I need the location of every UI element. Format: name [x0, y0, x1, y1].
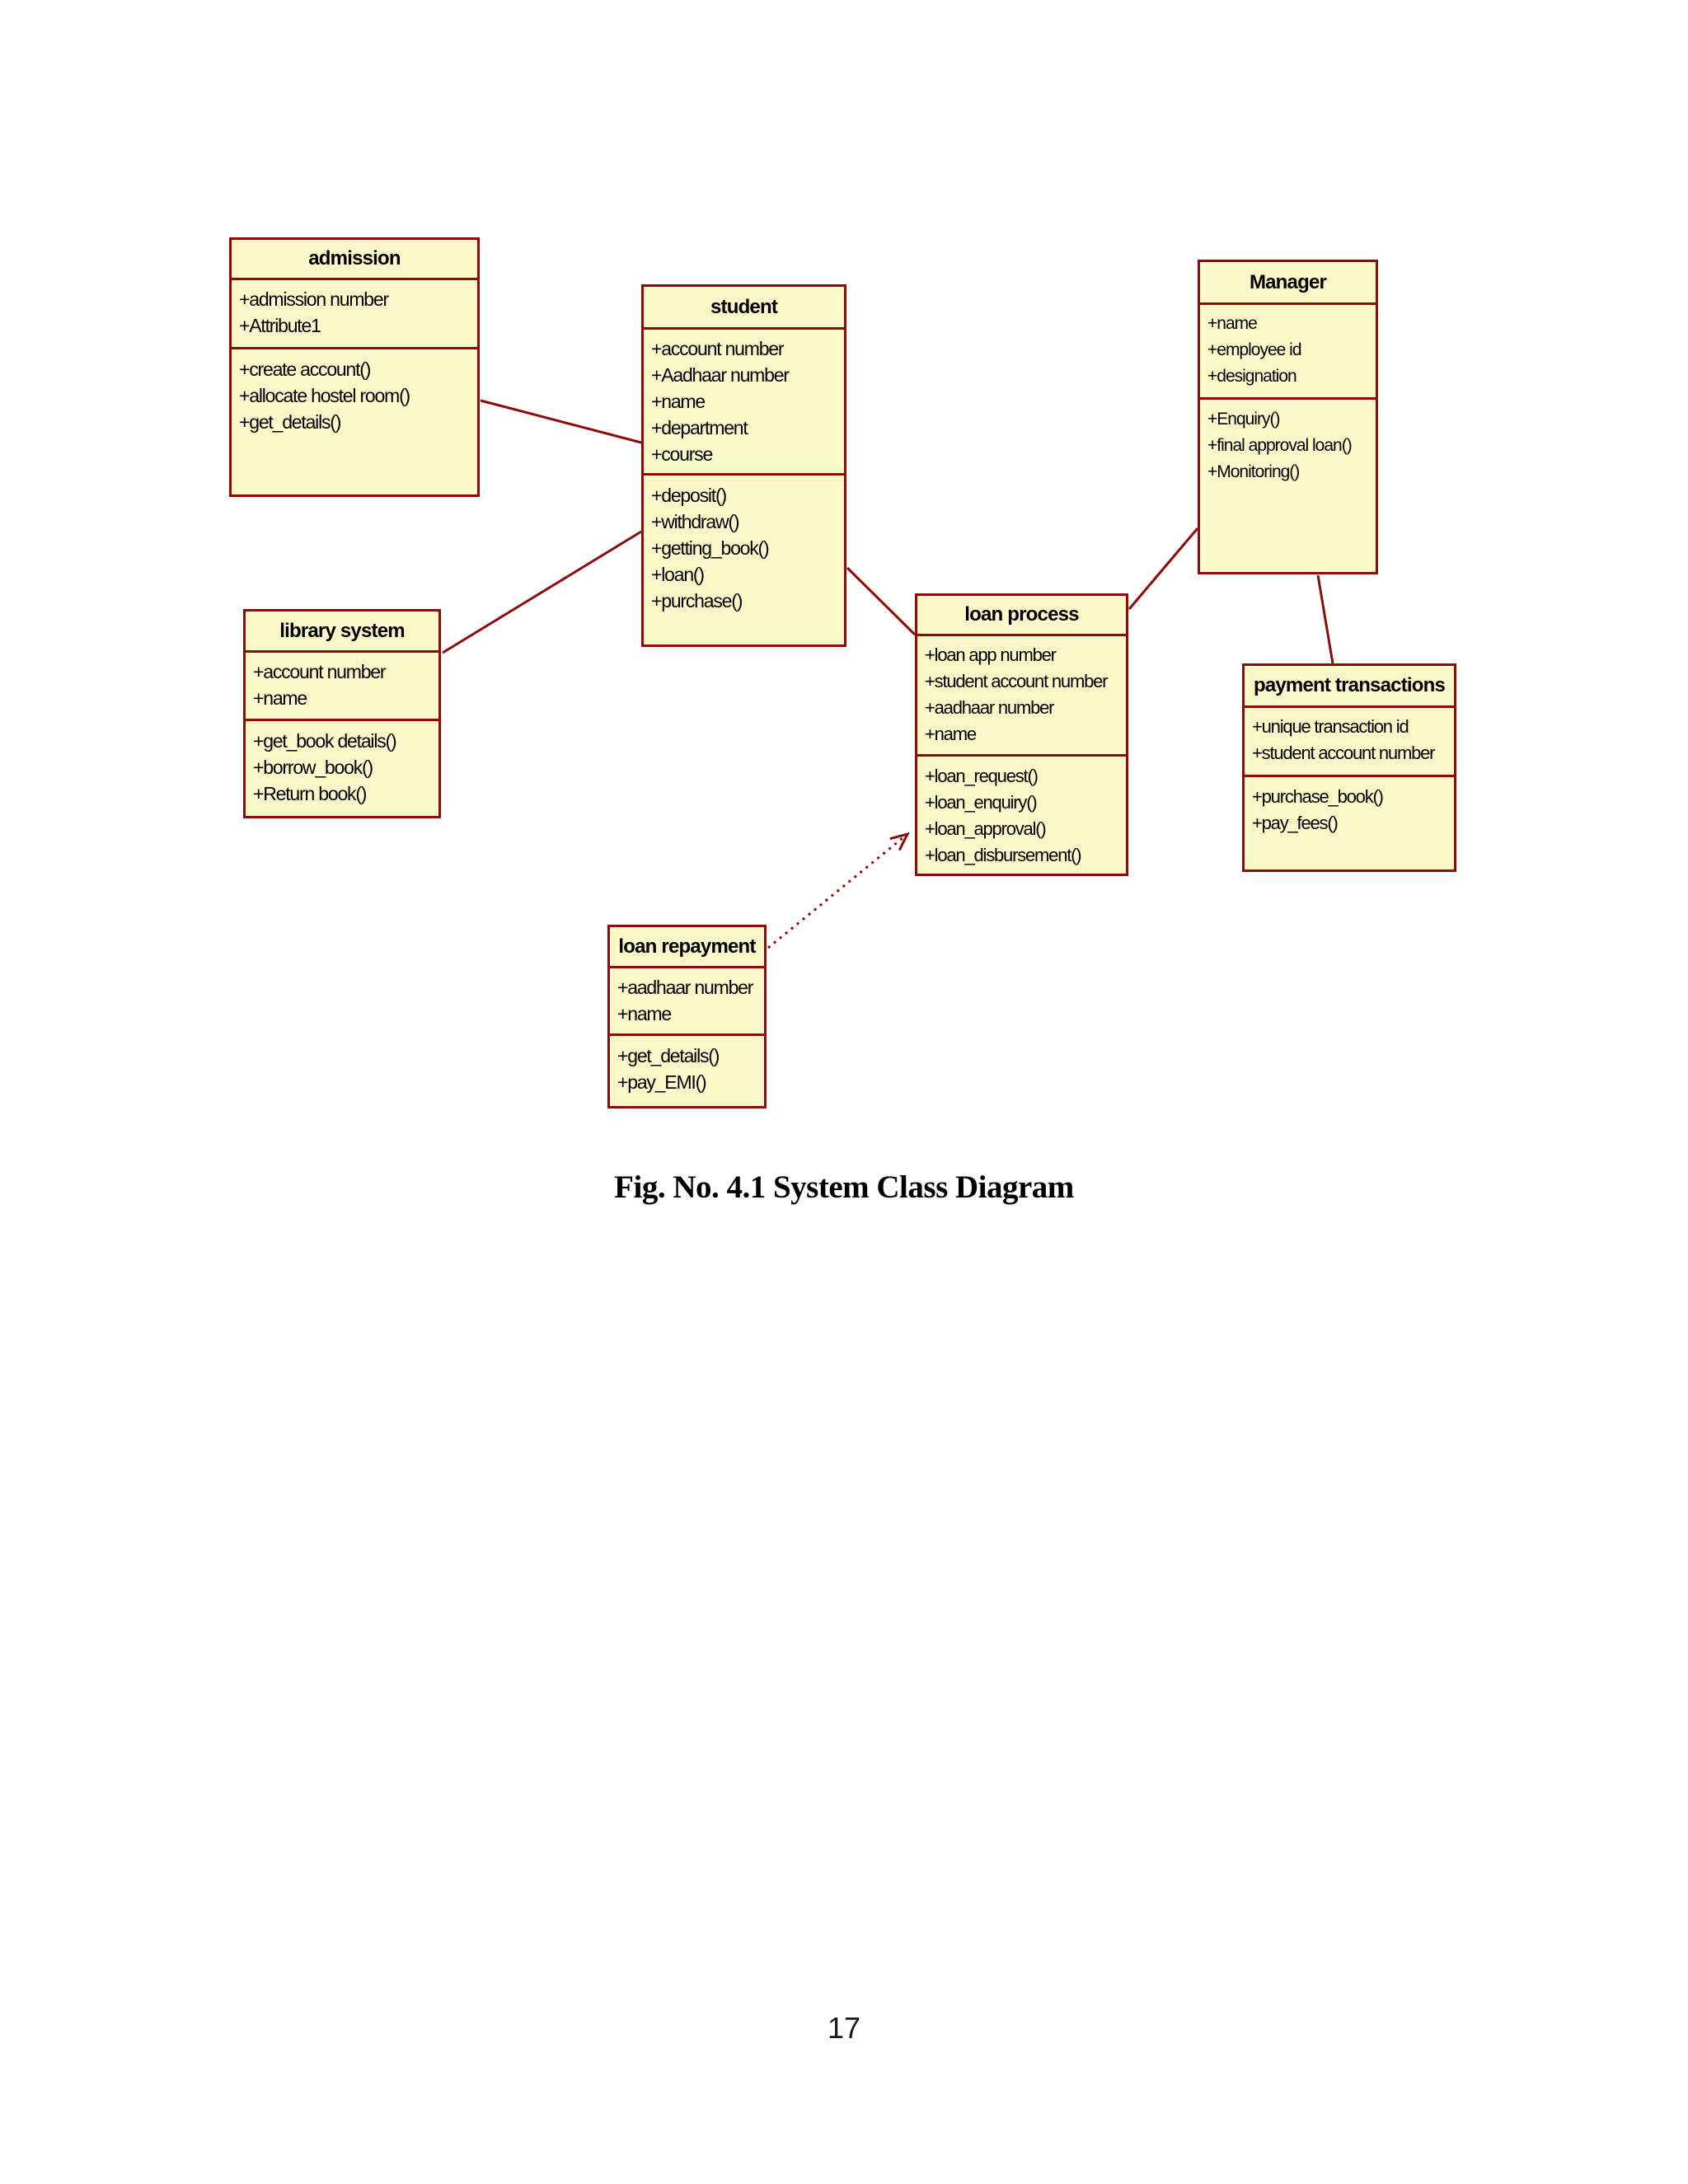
member-line: +loan_disbursement(): [925, 845, 1082, 865]
member-line: +account number: [651, 338, 785, 359]
class-loan-process-attributes: +loan app number +student account number +…: [917, 636, 1126, 757]
member-line: +name: [1207, 314, 1258, 333]
class-admission-title: admission: [232, 240, 477, 280]
class-admission-attributes: +admission number +Attribute1: [232, 280, 477, 349]
relationship-loan-repayment-loan-process-dependency: [767, 834, 907, 949]
class-library-system-methods: +get_book details() +borrow_book() +Return…: [246, 721, 438, 816]
page-number: 17: [827, 2011, 861, 2045]
class-loan-repayment: loan repayment +aadhaar number +name +get…: [607, 925, 767, 1108]
member-line: +loan_request(): [925, 766, 1039, 786]
member-line: +get_details(): [239, 411, 341, 433]
class-payment-transactions-methods: +purchase_book() +pay_fees(): [1245, 777, 1454, 869]
member-line: +account number: [253, 661, 387, 682]
member-line: +pay_EMI(): [617, 1071, 707, 1093]
member-line: +course: [651, 443, 713, 465]
member-line: +loan_enquiry(): [925, 792, 1038, 813]
member-line: +department: [651, 417, 748, 438]
member-line: +withdraw(): [651, 511, 740, 532]
member-line: +get_details(): [617, 1045, 720, 1066]
class-library-system: library system +account number +name +get…: [243, 609, 441, 818]
member-line: +Return book(): [253, 783, 367, 804]
member-line: +employee id: [1207, 340, 1302, 359]
class-payment-transactions-title: payment transactions: [1245, 666, 1454, 708]
class-manager: Manager +name +employee id +designation +E…: [1198, 260, 1378, 574]
class-student-attributes: +account number +Aadhaar number +name +depa…: [644, 330, 844, 476]
class-loan-repayment-attributes: +aadhaar number +name: [610, 968, 764, 1036]
figure-caption: Fig. No. 4.1 System Class Diagram: [614, 1169, 1074, 1205]
class-student: student +account number +Aadhaar number +n…: [641, 284, 846, 647]
class-loan-process: loan process +loan app number +student ac…: [915, 593, 1128, 876]
member-line: +allocate hostel room(): [239, 385, 410, 406]
relationship-admission-student: [480, 399, 642, 444]
class-manager-methods: +Enquiry() +final approval loan() +Monitor…: [1200, 400, 1376, 572]
relationship-manager-payment-transactions: [1316, 574, 1334, 664]
member-line: +purchase(): [651, 590, 743, 612]
member-line: +create account(): [239, 359, 371, 380]
member-line: +Attribute1: [239, 315, 321, 336]
member-line: +Monitoring(): [1207, 462, 1300, 481]
class-manager-title: Manager: [1200, 262, 1376, 305]
member-line: +name: [617, 1003, 672, 1024]
class-loan-process-methods: +loan_request() +loan_enquiry() +loan_appr…: [917, 757, 1126, 874]
class-library-system-attributes: +account number +name: [246, 653, 438, 721]
relationship-manager-loan-process: [1128, 527, 1199, 610]
member-line: +loan_approval(): [925, 818, 1047, 839]
class-student-title: student: [644, 287, 844, 330]
class-loan-process-title: loan process: [917, 596, 1126, 636]
member-line: +name: [651, 391, 706, 412]
class-loan-repayment-title: loan repayment: [610, 927, 764, 968]
member-line: +borrow_book(): [253, 757, 373, 778]
relationship-student-loan-process: [846, 566, 917, 636]
member-line: +pay_fees(): [1252, 813, 1339, 833]
class-loan-repayment-methods: +get_details() +pay_EMI(): [610, 1036, 764, 1106]
relationship-library-system-student: [442, 530, 642, 654]
member-line: +Enquiry(): [1207, 410, 1280, 429]
class-admission-methods: +create account() +allocate hostel room()…: [232, 349, 477, 494]
class-payment-transactions: payment transactions +unique transaction…: [1242, 663, 1456, 872]
member-line: +final approval loan(): [1207, 436, 1353, 455]
member-line: +deposit(): [651, 485, 727, 506]
class-student-methods: +deposit() +withdraw() +getting_book() +loa…: [644, 476, 844, 644]
member-line: +name: [253, 687, 307, 709]
member-line: +aadhaar number: [925, 697, 1054, 718]
member-line: +aadhaar number: [617, 977, 753, 998]
class-payment-transactions-attributes: +unique transaction id +student account n…: [1245, 708, 1454, 777]
member-line: +admission number: [239, 288, 389, 310]
class-library-system-title: library system: [246, 612, 438, 653]
member-line: +get_book details(): [253, 730, 397, 752]
member-line: +unique transaction id: [1252, 716, 1409, 737]
member-line: +Aadhaar number: [651, 364, 790, 386]
member-line: +student account number: [1252, 743, 1435, 763]
member-line: +designation: [1207, 367, 1297, 386]
member-line: +name: [925, 724, 977, 744]
member-line: +loan(): [651, 564, 705, 585]
class-admission: admission +admission number +Attribute1 +…: [229, 237, 480, 497]
member-line: +getting_book(): [651, 537, 770, 559]
class-manager-attributes: +name +employee id +designation: [1200, 305, 1376, 400]
member-line: +student account number: [925, 671, 1108, 691]
member-line: +loan app number: [925, 644, 1057, 665]
member-line: +purchase_book(): [1252, 786, 1384, 807]
